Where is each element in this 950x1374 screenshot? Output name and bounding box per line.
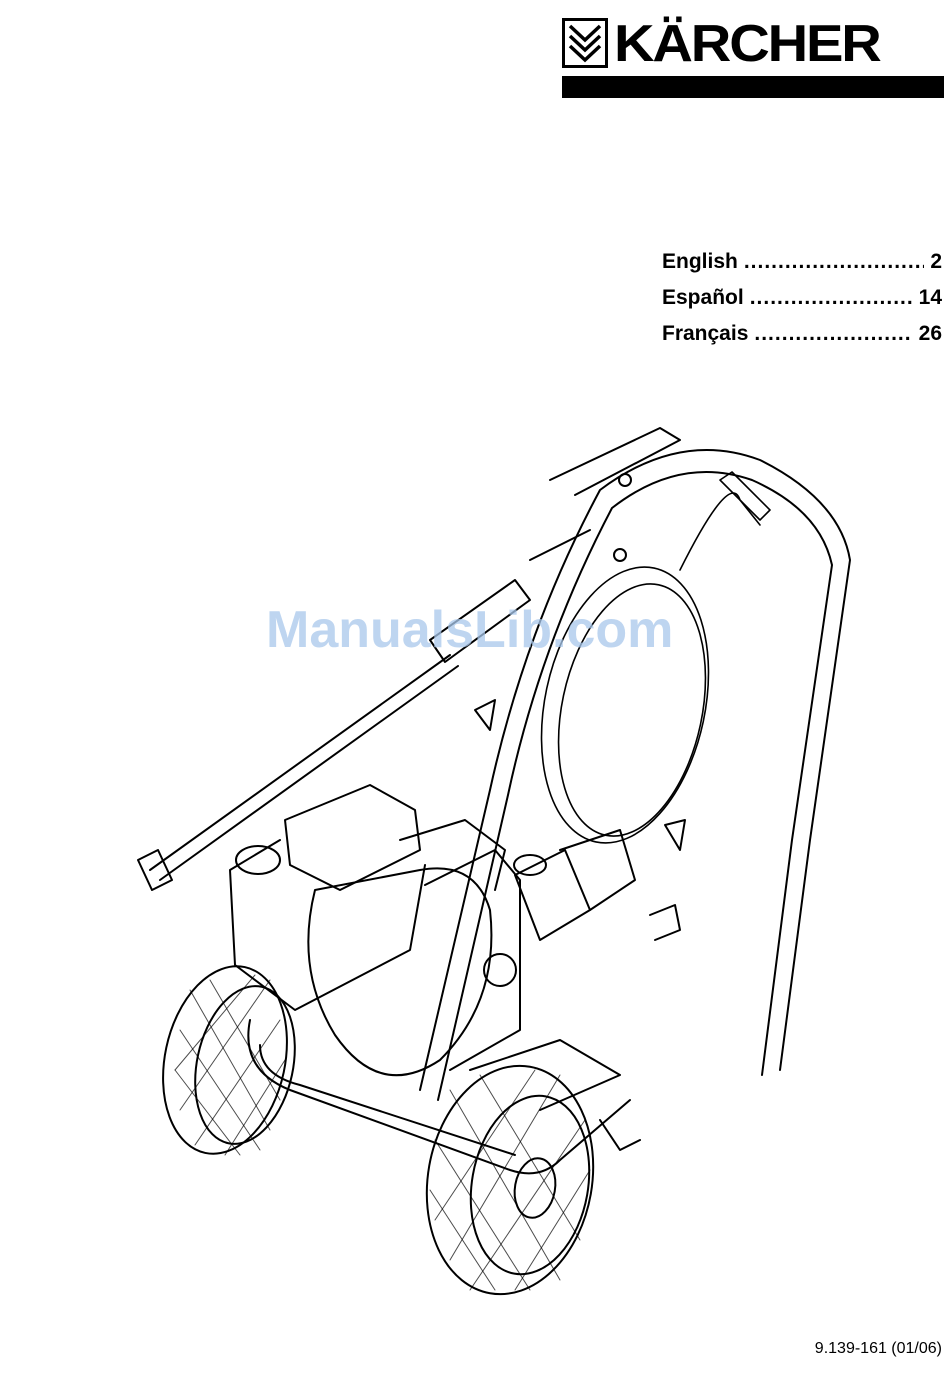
brand-logo: KÄRCHER bbox=[562, 16, 944, 98]
toc-language: Français bbox=[662, 322, 748, 346]
toc-leader-dots bbox=[754, 322, 912, 346]
language-index: English 2 Español 14 Français 26 bbox=[662, 250, 942, 358]
toc-leader-dots bbox=[744, 250, 924, 274]
pump-unit bbox=[514, 830, 680, 940]
left-wheel bbox=[147, 955, 309, 1166]
document-number: 9.139-161 (01/06) bbox=[815, 1340, 942, 1358]
toc-entry-english[interactable]: English 2 bbox=[662, 250, 942, 286]
toc-entry-francais[interactable]: Français 26 bbox=[662, 322, 942, 358]
toc-language: Español bbox=[662, 286, 744, 310]
toc-page-number: 2 bbox=[930, 250, 942, 274]
hose-coil bbox=[518, 472, 770, 859]
watermark-text: ManualsLib.com bbox=[266, 600, 673, 660]
toc-language: English bbox=[662, 250, 738, 274]
triple-chevron-logo-icon bbox=[562, 18, 608, 68]
base-frame bbox=[248, 1020, 640, 1173]
toc-entry-espanol[interactable]: Español 14 bbox=[662, 286, 942, 322]
brand-wordmark: KÄRCHER bbox=[614, 16, 880, 72]
brand-bar bbox=[562, 76, 944, 98]
handle-frame bbox=[420, 428, 850, 1100]
toc-page-number: 14 bbox=[919, 286, 942, 310]
toc-page-number: 26 bbox=[919, 322, 942, 346]
pressure-washer-illustration bbox=[120, 410, 880, 1310]
toc-leader-dots bbox=[750, 286, 913, 310]
